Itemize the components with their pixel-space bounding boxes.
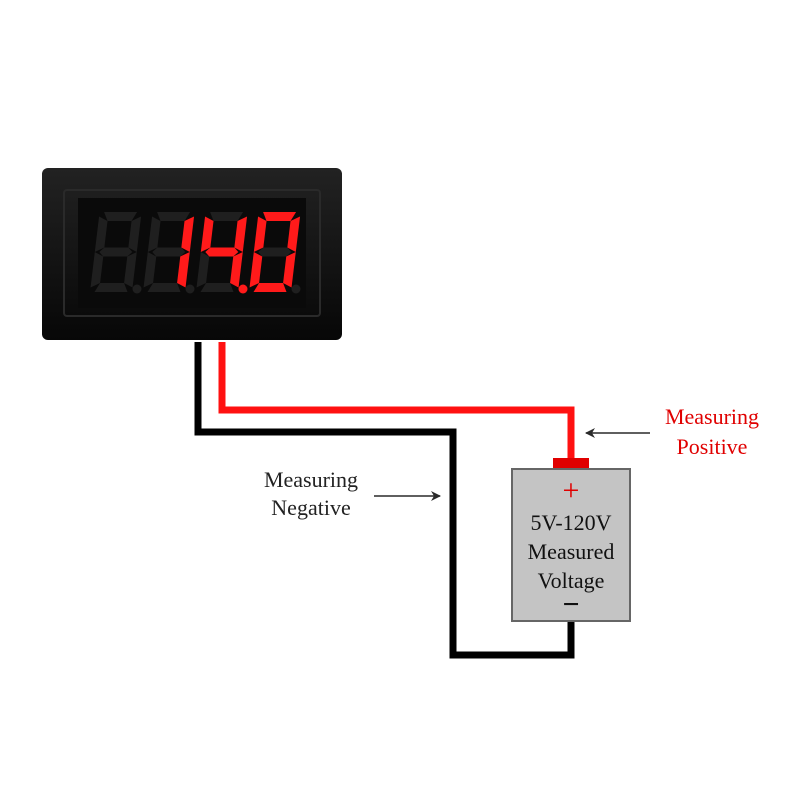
positive-wire bbox=[218, 342, 575, 462]
digit-segment-b bbox=[181, 216, 195, 252]
digit-segment-d bbox=[253, 283, 287, 292]
measuring-negative-callout: Measuring Negative bbox=[264, 467, 441, 520]
measuring-positive-callout: Measuring Positive bbox=[585, 404, 759, 459]
seven-segment-digit bbox=[196, 212, 248, 292]
measuring-positive-label-line1: Measuring bbox=[665, 404, 759, 429]
digit-segment-c bbox=[283, 252, 296, 288]
battery-measured-text: Measured bbox=[528, 539, 615, 564]
measuring-negative-label-line2: Negative bbox=[271, 495, 350, 520]
wires bbox=[194, 342, 575, 659]
digit-segment-d bbox=[200, 283, 234, 292]
digit-segment-c bbox=[177, 252, 190, 288]
digit-segment-f bbox=[253, 216, 267, 252]
digit-segment-b bbox=[287, 216, 301, 252]
digit-segment-f bbox=[94, 216, 108, 252]
battery: + 5V-120V Measured Voltage − bbox=[511, 458, 631, 622]
battery-body bbox=[511, 468, 631, 622]
digit-segment-d bbox=[147, 283, 181, 292]
digit-segment-c bbox=[230, 252, 243, 288]
digit-segment-a bbox=[104, 212, 138, 221]
voltmeter bbox=[42, 168, 342, 340]
digit-segment-b bbox=[128, 216, 142, 252]
digit-segment-e bbox=[249, 252, 263, 288]
digit-segment-e bbox=[196, 252, 210, 288]
battery-positive-terminal bbox=[553, 458, 589, 470]
digit-segment-f bbox=[147, 216, 161, 252]
voltmeter-bezel-inner bbox=[63, 189, 321, 317]
measuring-positive-label-line2: Positive bbox=[677, 434, 748, 459]
battery-range-text: 5V-120V bbox=[530, 510, 611, 535]
digit-segment-a bbox=[157, 212, 191, 221]
digit-segment-a bbox=[263, 212, 297, 221]
digit-segment-g bbox=[205, 247, 239, 257]
digit-segment-b bbox=[234, 216, 248, 252]
seven-segment-digit bbox=[143, 212, 195, 292]
digit-segment-f bbox=[200, 216, 214, 252]
seven-segment-digit bbox=[249, 212, 301, 292]
negative-wire bbox=[194, 342, 575, 659]
digit-segment-g bbox=[258, 247, 292, 257]
digit-segment-g bbox=[99, 247, 133, 257]
digit-segment-e bbox=[143, 252, 157, 288]
digit-segment-g bbox=[152, 247, 186, 257]
voltmeter-digits bbox=[90, 212, 301, 294]
digit-segment-c bbox=[124, 252, 137, 288]
decimal-point bbox=[291, 284, 301, 294]
decimal-point bbox=[132, 284, 142, 294]
decimal-point bbox=[185, 284, 195, 294]
battery-plus-sign: + bbox=[563, 474, 580, 507]
battery-voltage-text: Voltage bbox=[538, 568, 605, 593]
digit-segment-e bbox=[90, 252, 104, 288]
decimal-point bbox=[238, 284, 248, 294]
digit-segment-a bbox=[210, 212, 244, 221]
seven-segment-digit bbox=[90, 212, 142, 292]
measuring-negative-label-line1: Measuring bbox=[264, 467, 358, 492]
battery-minus-sign: − bbox=[562, 588, 579, 621]
digit-segment-d bbox=[94, 283, 128, 292]
